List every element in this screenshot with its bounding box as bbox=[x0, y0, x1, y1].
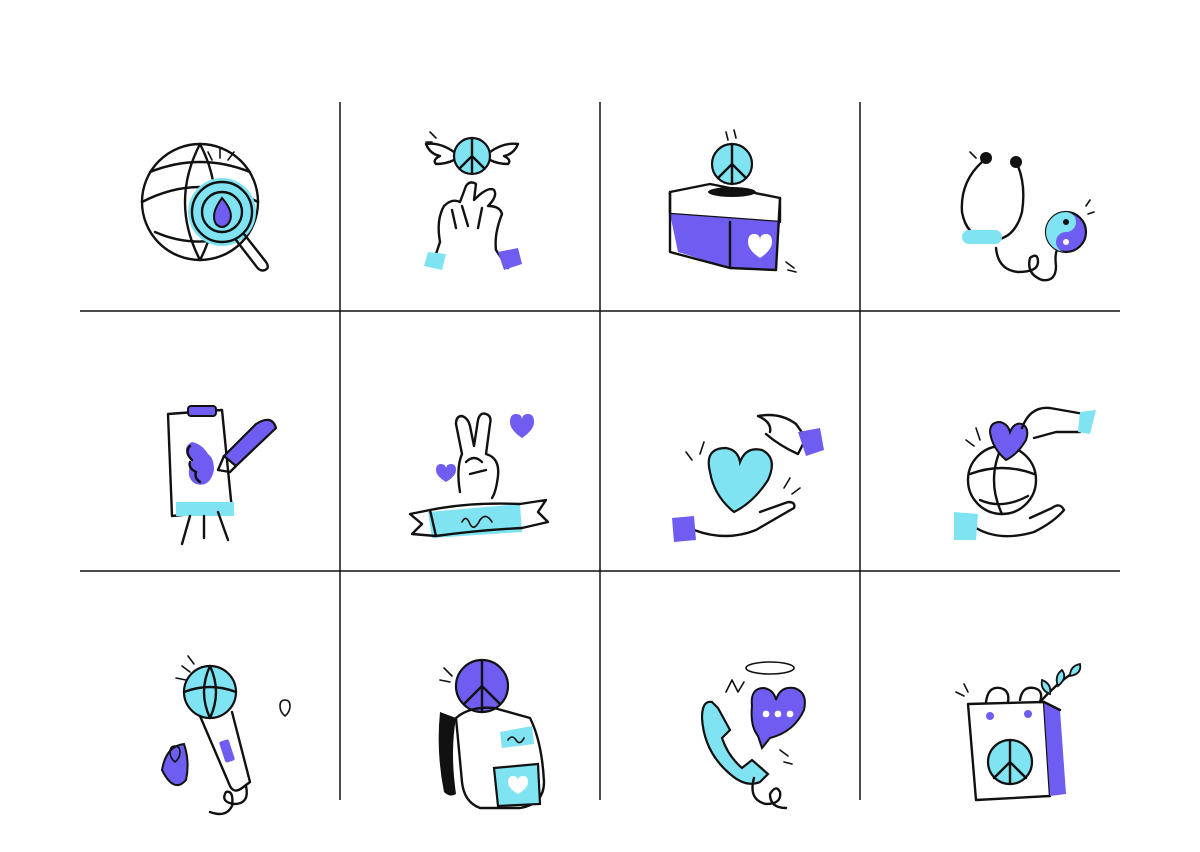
grid-divider-lines bbox=[80, 102, 1120, 800]
icon-tile bbox=[340, 592, 600, 852]
peace-hand-ribbon-hearts-icon bbox=[408, 412, 550, 538]
icon-tile bbox=[600, 72, 860, 332]
microphone-globe-leaf-icon bbox=[160, 655, 291, 816]
icon-tile bbox=[600, 592, 860, 852]
icon-tile bbox=[340, 72, 600, 332]
globe-magnifier-leaf-icon bbox=[140, 142, 269, 272]
phone-heart-chat-halo-icon bbox=[700, 661, 806, 810]
hands-globe-heart-icon bbox=[954, 406, 1096, 540]
icon-tile bbox=[860, 592, 1120, 852]
icon-tile bbox=[80, 332, 340, 592]
stethoscope-yin-yang-icon bbox=[960, 151, 1095, 282]
clipboard-marker-wing-icon bbox=[166, 405, 278, 546]
calendar-peace-branch-icon bbox=[955, 662, 1082, 802]
icon-tile bbox=[600, 332, 860, 592]
hands-holding-heart-icon bbox=[672, 413, 824, 542]
icon-tile bbox=[80, 72, 340, 332]
icon-tile bbox=[80, 592, 340, 852]
backpack-peace-icon bbox=[438, 658, 546, 810]
crossed-fingers-peace-wings-icon bbox=[424, 131, 522, 270]
donation-box-peace-coin-icon bbox=[668, 129, 797, 273]
icon-tile bbox=[860, 72, 1120, 332]
icon-tile bbox=[860, 332, 1120, 592]
icon-tile bbox=[340, 332, 600, 592]
